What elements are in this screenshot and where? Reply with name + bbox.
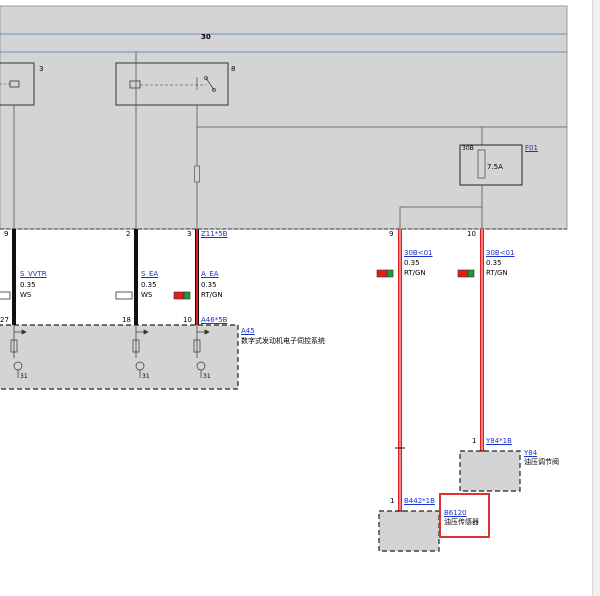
wire-4-size: 0.35 (404, 259, 420, 267)
connector-a46-link[interactable]: A46*5B (201, 316, 228, 324)
vertical-scrollbar[interactable] (592, 0, 600, 596)
valve-pin: 1 (472, 437, 477, 445)
swatch-rtgn-2 (376, 269, 388, 278)
module-a45 (0, 324, 239, 390)
ground-label-3: 31 (203, 373, 211, 380)
ground-label-2: 31 (142, 373, 150, 380)
wire-4-pin: 9 (389, 230, 394, 238)
module-driver-icons (10, 325, 210, 378)
wire-1-color: WS (20, 291, 32, 299)
relay-right-coil-icon (129, 80, 141, 89)
wire-1-size: 0.35 (20, 281, 36, 289)
ground-label-1: 31 (20, 373, 28, 380)
wire-2-bottom-pin: 18 (122, 316, 131, 324)
wire-5-pin: 10 (467, 230, 476, 238)
relay-right-contact-icon (204, 76, 208, 80)
valve-y84-box (459, 450, 521, 492)
fuse-icon (477, 149, 486, 179)
sensor-highlight (439, 493, 490, 538)
sensor-connector-link[interactable]: B442*1B (404, 497, 435, 505)
valve-connector-link[interactable]: Y84*1B (486, 437, 512, 445)
sensor-pin: 1 (390, 497, 395, 505)
wire-3-pin: 3 (187, 230, 192, 238)
wire-1-name-link[interactable]: S_VVTR (20, 270, 47, 278)
wire-2-size: 0.35 (141, 281, 157, 289)
module-a45-link[interactable]: A45 (241, 327, 255, 335)
relay-left (0, 62, 35, 106)
wire-s-vvtr (12, 229, 16, 325)
swatch-rtgn-1 (173, 291, 185, 300)
resistor-icon (194, 165, 200, 183)
relay-left-pin: 3 (39, 65, 44, 73)
wire-2-color: WS (141, 291, 153, 299)
wire-1-pin: 9 (4, 230, 9, 238)
wire-s-ea (134, 229, 138, 325)
fuse-rating-top: 30B (462, 145, 474, 152)
module-a45-description: 数字式发动机电子伺控系统 (241, 337, 325, 345)
wire-5-name-link[interactable]: 30B<01 (486, 249, 515, 257)
sensor-b6120-box (378, 510, 440, 552)
wire-5-size: 0.35 (486, 259, 502, 267)
relay-right (115, 62, 229, 106)
connector-z11-link[interactable]: Z11*5B (201, 230, 228, 238)
wire-2-name-link[interactable]: S_EA (141, 270, 159, 278)
wire-2-pin: 2 (126, 230, 131, 238)
wire-4-color: RT/GN (404, 269, 426, 277)
wire-3-color: RT/GN (201, 291, 223, 299)
swatch-ws-2 (115, 291, 133, 300)
wire-1-bottom-pin: 27 (0, 316, 9, 324)
fuse-link-f01[interactable]: F01 (525, 144, 538, 152)
fuse-box (459, 144, 523, 186)
relay-right-pin: 8 (231, 65, 236, 73)
wire-3-bottom-pin: 10 (183, 316, 192, 324)
wire-3-size: 0.35 (201, 281, 217, 289)
wire-3-name-link[interactable]: A_EA (201, 270, 219, 278)
sensor-description: 油压传感器 (444, 518, 479, 526)
fuse-rating: 7.5A (487, 163, 503, 171)
wire-5-color: RT/GN (486, 269, 508, 277)
swatch-ws-1 (0, 291, 11, 300)
wire-4-name-link[interactable]: 30B<01 (404, 249, 433, 257)
bus-number: 30 (201, 33, 211, 41)
valve-y84-link[interactable]: Y84 (524, 449, 538, 457)
valve-description: 油压调节阀 (524, 458, 559, 466)
swatch-rtgn-3 (457, 269, 469, 278)
sensor-b6120-link[interactable]: B6120 (444, 509, 467, 517)
diagram-panel (0, 5, 568, 230)
